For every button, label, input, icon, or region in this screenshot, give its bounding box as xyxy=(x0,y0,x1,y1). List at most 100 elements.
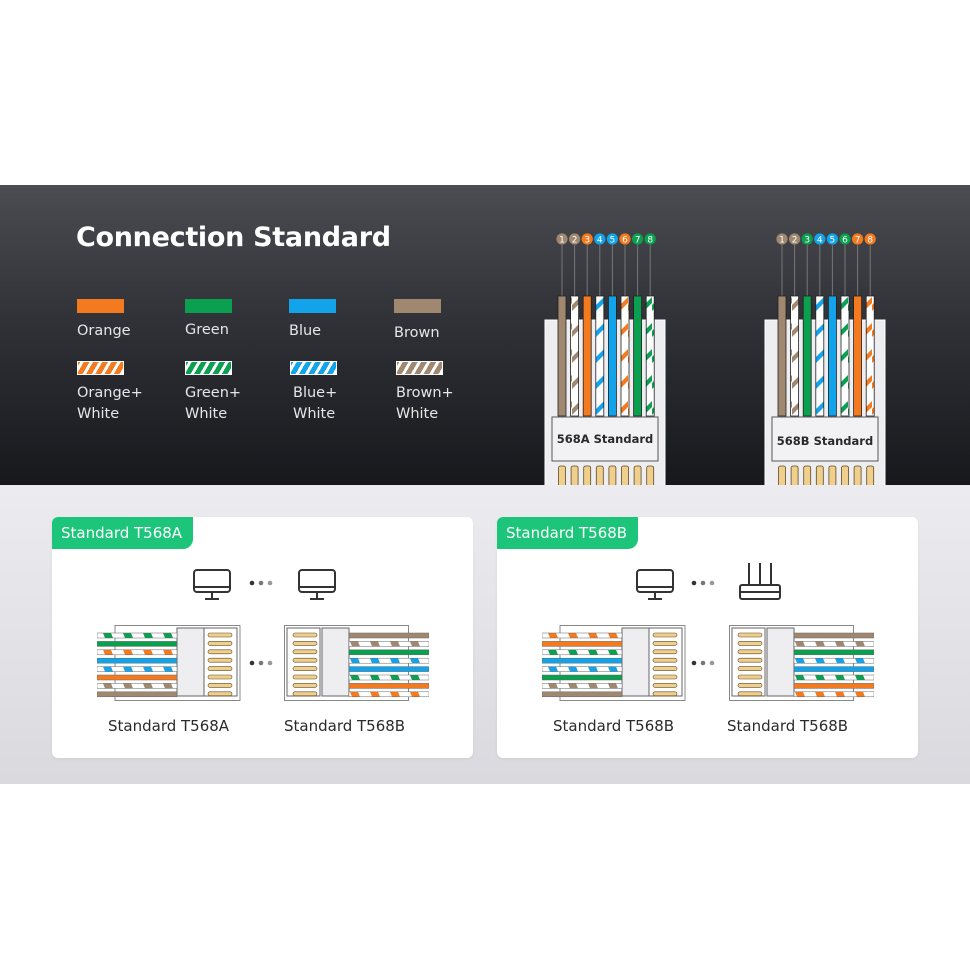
contact-3 xyxy=(737,649,763,655)
legend-item-green: Green xyxy=(185,299,232,341)
legend-label: Brown+White xyxy=(396,383,454,425)
contact-8 xyxy=(207,691,233,697)
contact-4 xyxy=(292,657,318,663)
contact-8 xyxy=(737,691,763,697)
orange-swatch xyxy=(77,299,124,313)
computer-icon xyxy=(298,569,336,600)
contact-7 xyxy=(737,683,763,688)
connector-latch xyxy=(621,627,650,697)
contact-8 xyxy=(292,691,318,697)
connector-right xyxy=(284,625,429,701)
legend-item-green-white: Green+White xyxy=(185,361,241,425)
wire-8 xyxy=(348,691,429,698)
pin-badge-3 xyxy=(801,233,813,245)
legend-item-blue: Blue xyxy=(289,299,336,342)
wire-5 xyxy=(608,295,617,417)
computer-icon xyxy=(636,569,674,600)
contact-5 xyxy=(737,666,763,671)
contact-5 xyxy=(828,465,837,485)
pin-number-1: 1 xyxy=(559,236,565,246)
wire-7 xyxy=(348,683,429,689)
wire-7 xyxy=(542,683,623,689)
pin-badge-6 xyxy=(839,233,851,245)
wire-7 xyxy=(97,683,178,689)
wire-6 xyxy=(542,674,623,681)
wire-6 xyxy=(840,295,850,417)
contact-1 xyxy=(207,632,233,638)
connector-latch xyxy=(176,627,205,697)
contact-1 xyxy=(778,465,786,485)
wire-1 xyxy=(557,295,567,417)
legend-label-line2: White xyxy=(185,406,228,422)
connector-left xyxy=(97,625,241,701)
contact-4 xyxy=(737,657,763,663)
contact-4 xyxy=(595,465,604,485)
pin-badge-1 xyxy=(556,233,568,245)
pin-badge-2 xyxy=(569,233,581,245)
legend-label: Blue xyxy=(289,323,322,339)
contact-1 xyxy=(652,632,678,638)
card-t568a: Standard T568A Standard T568A Standard T… xyxy=(52,517,473,758)
wire-3 xyxy=(582,295,592,417)
wire-3 xyxy=(348,649,429,656)
connector-latch xyxy=(321,627,350,697)
pin-number-8: 8 xyxy=(867,236,873,246)
plug-label-box xyxy=(551,416,659,462)
legend-label: Orange+ White xyxy=(77,383,143,425)
wiring-examples-section: Standard T568A Standard T568A Standard T… xyxy=(0,485,970,784)
page-title: Connection Standard xyxy=(76,222,391,253)
orange-white-swatch xyxy=(77,361,124,375)
blue-white-swatch xyxy=(290,361,337,375)
wire-7 xyxy=(633,295,642,417)
wire-4 xyxy=(348,657,429,664)
pin-number-6: 6 xyxy=(622,236,628,246)
wire-1 xyxy=(777,295,787,417)
contact-1 xyxy=(737,632,763,638)
pin-number-5: 5 xyxy=(610,236,616,246)
card-t568b: Standard T568B Standard T568B Standard T… xyxy=(497,517,918,758)
wire-4 xyxy=(97,657,178,664)
wire-6 xyxy=(620,295,630,417)
plug-label-box xyxy=(771,416,879,462)
legend-label-line2: White xyxy=(77,406,120,422)
wire-6 xyxy=(97,674,178,681)
pin-badge-5 xyxy=(826,233,838,245)
contact-5 xyxy=(207,666,233,671)
legend-label-line1: Orange+ xyxy=(77,385,143,401)
contact-8 xyxy=(652,691,678,697)
pin-number-2: 2 xyxy=(792,236,798,246)
contact-8 xyxy=(646,465,655,485)
wire-4 xyxy=(793,657,874,664)
pin-number-7: 7 xyxy=(635,236,641,246)
contact-5 xyxy=(608,465,617,485)
wire-2 xyxy=(790,295,800,417)
wire-6 xyxy=(348,674,429,681)
pin-number-4: 4 xyxy=(817,236,823,246)
legend-label-line2: White xyxy=(293,406,336,422)
pin-badge-1 xyxy=(776,233,788,245)
legend-label: Green+White xyxy=(185,383,241,425)
wire-2 xyxy=(542,641,623,647)
wire-8 xyxy=(865,295,875,417)
computer-icon xyxy=(193,569,231,600)
brown-white-swatch xyxy=(396,361,443,375)
contact-6 xyxy=(292,674,318,680)
contact-3 xyxy=(652,649,678,655)
green-white-swatch xyxy=(185,361,232,375)
contact-2 xyxy=(207,641,233,646)
wire-5 xyxy=(793,666,874,672)
wire-2 xyxy=(793,641,874,647)
wire-1 xyxy=(348,632,429,639)
contact-1 xyxy=(292,632,318,638)
card-tag: Standard T568A xyxy=(52,517,194,549)
wire-4 xyxy=(815,295,825,417)
blue-swatch xyxy=(289,299,336,313)
wire-2 xyxy=(97,641,178,647)
pin-badge-8 xyxy=(864,233,876,245)
pin-badge-3 xyxy=(581,233,593,245)
legend-label: Brown xyxy=(394,325,440,341)
contact-6 xyxy=(207,674,233,680)
dots-icon xyxy=(249,660,273,666)
